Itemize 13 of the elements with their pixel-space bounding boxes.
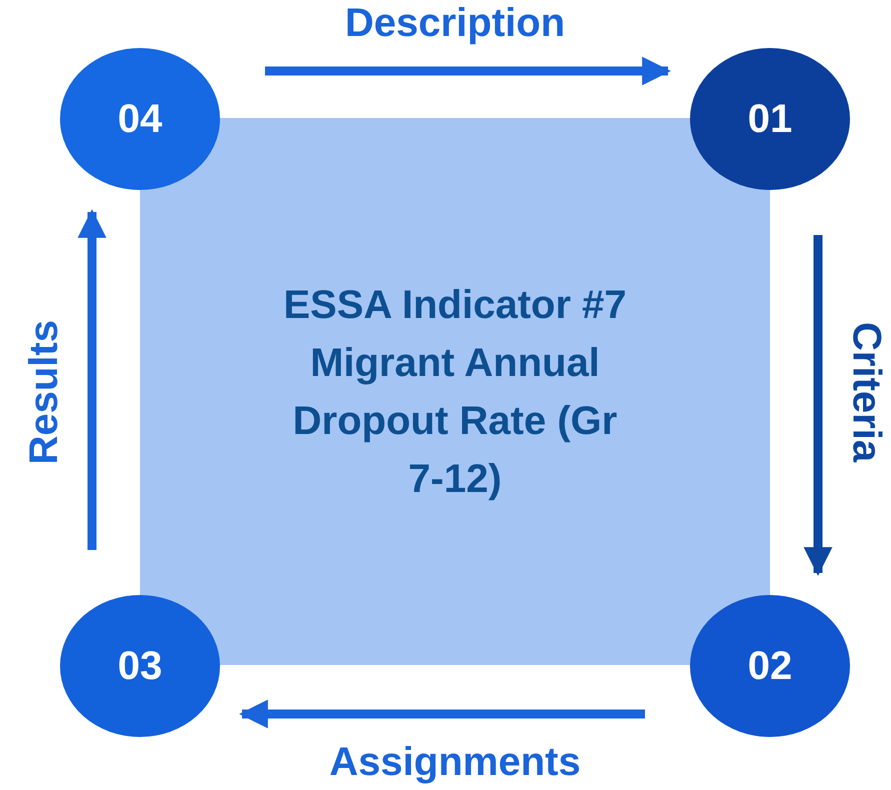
arrow: [265, 56, 671, 86]
arrow: [804, 235, 832, 576]
edge-label: Criteria: [844, 322, 888, 463]
step-number: 04: [118, 96, 162, 142]
step-number: 01: [748, 96, 792, 142]
edge-label: Results: [22, 320, 66, 465]
step-number: 02: [748, 644, 792, 688]
edge-label: Description: [344, 0, 566, 46]
arrow: [78, 209, 106, 550]
arrow: [239, 700, 645, 728]
step-number: 03: [118, 644, 162, 688]
panel-title: ESSA Indicator #7 Migrant Annual Dropout Rate (Gr 7-12): [282, 282, 628, 502]
edge-label: Assignments: [329, 740, 581, 784]
